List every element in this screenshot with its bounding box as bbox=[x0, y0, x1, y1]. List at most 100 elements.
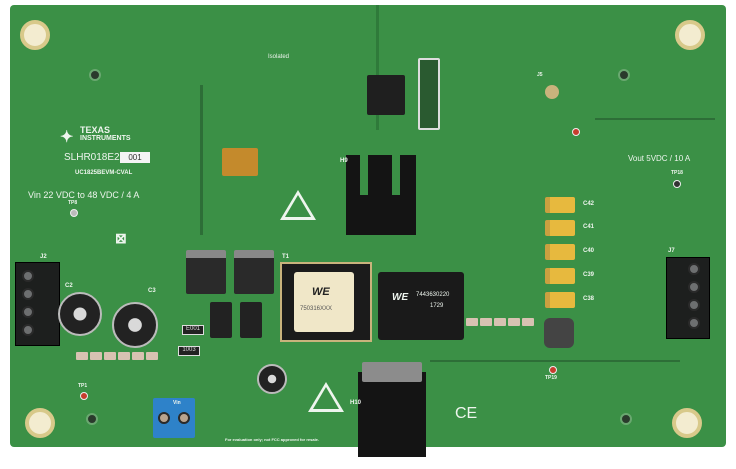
via bbox=[89, 69, 101, 81]
screw-icon[interactable] bbox=[178, 412, 190, 424]
resistor bbox=[118, 352, 130, 360]
designator-c42: C42 bbox=[583, 201, 595, 207]
designator-c3: C3 bbox=[148, 288, 156, 294]
hot-surface-warning-icon bbox=[280, 190, 316, 220]
resistor bbox=[90, 352, 102, 360]
screw-icon[interactable] bbox=[22, 306, 34, 318]
capacitor bbox=[508, 318, 520, 326]
via bbox=[86, 413, 98, 425]
screw-icon[interactable] bbox=[22, 288, 34, 300]
mounting-hole bbox=[25, 408, 55, 438]
brand-line2: INSTRUMENTS bbox=[80, 135, 131, 142]
capacitor-c41 bbox=[545, 220, 575, 236]
capacitor-c42 bbox=[545, 197, 575, 213]
capacitor-c38 bbox=[545, 292, 575, 308]
heatsink-h9 bbox=[346, 155, 416, 235]
bias-terminal-label: Vin bbox=[173, 400, 181, 406]
transformer-core bbox=[294, 272, 354, 332]
resistor-e001: E001 bbox=[182, 325, 204, 335]
ti-logo-icon: ✦ bbox=[60, 129, 74, 146]
mounting-hole bbox=[672, 408, 702, 438]
capacitor bbox=[480, 318, 492, 326]
designator-j5: J5 bbox=[537, 72, 543, 78]
screw-icon[interactable] bbox=[688, 317, 700, 329]
designator-c38: C38 bbox=[583, 296, 595, 302]
mosfet bbox=[234, 250, 274, 294]
input-label: Vin 22 VDC to 48 VDC / 4 A bbox=[28, 190, 140, 200]
capacitor bbox=[494, 318, 506, 326]
screw-icon[interactable] bbox=[158, 412, 170, 424]
resistor bbox=[76, 352, 88, 360]
resistor bbox=[146, 352, 158, 360]
capacitor bbox=[522, 318, 534, 326]
transformer-logo: WE bbox=[312, 286, 330, 298]
model-label: UC1825BEVM-CVAL bbox=[75, 170, 133, 176]
heatsink-slot bbox=[392, 155, 400, 195]
inductor-part-number: 7443630220 bbox=[416, 292, 450, 298]
designator-tp1: TP1 bbox=[78, 383, 88, 389]
screw-icon[interactable] bbox=[22, 270, 34, 282]
isolation-trace bbox=[376, 5, 379, 130]
designator-tp8: TP8 bbox=[68, 200, 78, 206]
screw-icon[interactable] bbox=[688, 263, 700, 275]
designator-c41: C41 bbox=[583, 224, 595, 230]
ce-mark: CE bbox=[455, 405, 478, 422]
resistor bbox=[104, 352, 116, 360]
capacitor bbox=[466, 318, 478, 326]
capacitor-c2 bbox=[58, 292, 102, 336]
screw-icon[interactable] bbox=[22, 324, 34, 336]
heatsink-slot bbox=[360, 155, 368, 195]
via bbox=[618, 69, 630, 81]
designator-c39: C39 bbox=[583, 272, 595, 278]
inductor-l2 bbox=[544, 318, 574, 348]
brand-line1: TEXAS bbox=[80, 125, 111, 135]
designator-h10: H10 bbox=[350, 400, 362, 406]
screw-icon[interactable] bbox=[688, 299, 700, 311]
inductor-logo: WE bbox=[392, 292, 409, 303]
ic bbox=[418, 58, 440, 130]
designator-h9: H9 bbox=[340, 158, 348, 164]
mounting-hole bbox=[20, 20, 50, 50]
capacitor-c39 bbox=[545, 268, 575, 284]
inductor-l1 bbox=[378, 272, 464, 340]
designator-c40: C40 bbox=[583, 248, 595, 254]
hot-surface-warning-icon bbox=[308, 382, 344, 412]
trace bbox=[595, 118, 715, 120]
diode bbox=[240, 302, 262, 338]
capacitor-c3 bbox=[112, 302, 158, 348]
ic bbox=[367, 75, 405, 115]
mosfet bbox=[186, 250, 226, 294]
test-point-tp19[interactable] bbox=[549, 366, 557, 374]
designator-c2: C2 bbox=[65, 283, 73, 289]
transformer-marking: 750316XXX bbox=[300, 306, 333, 312]
via bbox=[620, 413, 632, 425]
resistor bbox=[132, 352, 144, 360]
mounting-hole bbox=[675, 20, 705, 50]
screw-icon[interactable] bbox=[688, 281, 700, 293]
capacitor-c40 bbox=[545, 244, 575, 260]
trace bbox=[430, 360, 680, 362]
trace bbox=[200, 85, 203, 235]
heatsink-tab bbox=[362, 362, 422, 382]
test-point[interactable] bbox=[572, 128, 580, 136]
designator-tp18: TP18 bbox=[671, 170, 683, 176]
disclaimer: For evaluation only; not FCC approved fo… bbox=[225, 437, 320, 442]
resistor-1003: 1003 bbox=[178, 346, 200, 356]
connector-j5[interactable] bbox=[545, 85, 559, 99]
part-number: SLHR018E2- bbox=[64, 152, 123, 163]
test-point-tp1[interactable] bbox=[80, 392, 88, 400]
capacitor-c26 bbox=[257, 364, 287, 394]
test-point-tp8[interactable] bbox=[70, 209, 78, 217]
diode bbox=[210, 302, 232, 338]
designator-j2: J2 bbox=[40, 254, 47, 260]
designator-j7: J7 bbox=[668, 248, 675, 254]
inductor-date: 1729 bbox=[430, 303, 444, 309]
designator-t1: T1 bbox=[282, 254, 290, 260]
test-point-tp18[interactable] bbox=[673, 180, 681, 188]
controller-ic bbox=[222, 148, 258, 176]
weee-icon: ⊠ bbox=[115, 230, 127, 246]
revision-label: 001 bbox=[120, 152, 150, 163]
isolated-label: Isolated bbox=[268, 54, 290, 60]
designator-tp19: TP19 bbox=[545, 375, 557, 381]
output-label: Vout 5VDC / 10 A bbox=[628, 154, 691, 163]
